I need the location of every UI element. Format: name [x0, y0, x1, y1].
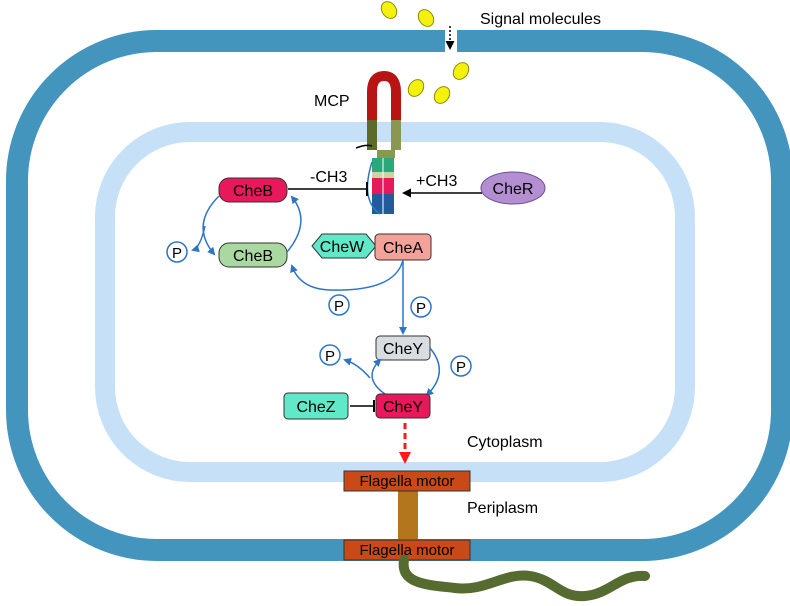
- phosphate-chey-on-label: P: [456, 359, 466, 376]
- signal-label: Signal molecules: [480, 11, 601, 28]
- phosphate-cheb-in: [328, 294, 350, 316]
- flagella-motor-inner: [343, 470, 471, 492]
- chey-label: CheY: [383, 341, 423, 358]
- chey-dephos-p-arrow: [343, 357, 371, 379]
- flagella-motor-outer-label: Flagella motor: [359, 542, 454, 559]
- chea-to-cheb-arrow: [290, 259, 404, 291]
- cheb-active-label: CheB: [233, 183, 273, 200]
- chez-node: [283, 392, 349, 420]
- chey-p-node: [375, 393, 431, 419]
- phosphate-chey-in: [410, 296, 432, 318]
- mcp-label: MCP: [314, 93, 350, 110]
- signal-molecules: [380, 1, 470, 104]
- cheb-node: [218, 242, 288, 268]
- cher-node: [480, 171, 546, 205]
- cytoplasm-label: Cytoplasm: [467, 434, 543, 451]
- flagellum: [398, 555, 650, 602]
- demethyl-label: -CH3: [310, 169, 347, 186]
- cheb-dephos-p-arrow: [191, 225, 206, 253]
- chey-p-label: CheY: [383, 399, 423, 416]
- cher-label: CheR: [493, 181, 534, 198]
- phosphate-chey-on: [450, 355, 472, 377]
- chea-label: CheA: [383, 240, 423, 257]
- chey-dephos-arrow: [371, 358, 386, 395]
- flagella-motor-inner-label: Flagella motor: [359, 473, 454, 490]
- cheb-active-node: [218, 177, 288, 203]
- phosphate-cheb-in-label: P: [334, 298, 344, 315]
- cheb-label: CheB: [233, 248, 273, 265]
- methyl-label: +CH3: [416, 173, 457, 190]
- cheb-activation-arrow: [286, 195, 302, 253]
- periplasm-label: Periplasm: [467, 500, 538, 517]
- phosphate-chey-off: [319, 344, 341, 366]
- phosphate-chey-in-label: P: [416, 300, 426, 317]
- membrane-pore: [445, 28, 457, 54]
- flagellar-rod: [398, 488, 418, 540]
- cheb-dephos-arrow: [202, 195, 220, 256]
- phosphate-cheb-out: [166, 241, 188, 263]
- phosphate-chey-off-label: P: [325, 348, 335, 365]
- chez-label: CheZ: [296, 399, 335, 416]
- chey-phos-arrow: [425, 347, 440, 397]
- inner-membrane: [95, 122, 695, 482]
- mcp-receptor: [355, 70, 401, 215]
- chew-label: CheW: [320, 239, 365, 256]
- phosphate-cheb-out-label: P: [172, 245, 182, 262]
